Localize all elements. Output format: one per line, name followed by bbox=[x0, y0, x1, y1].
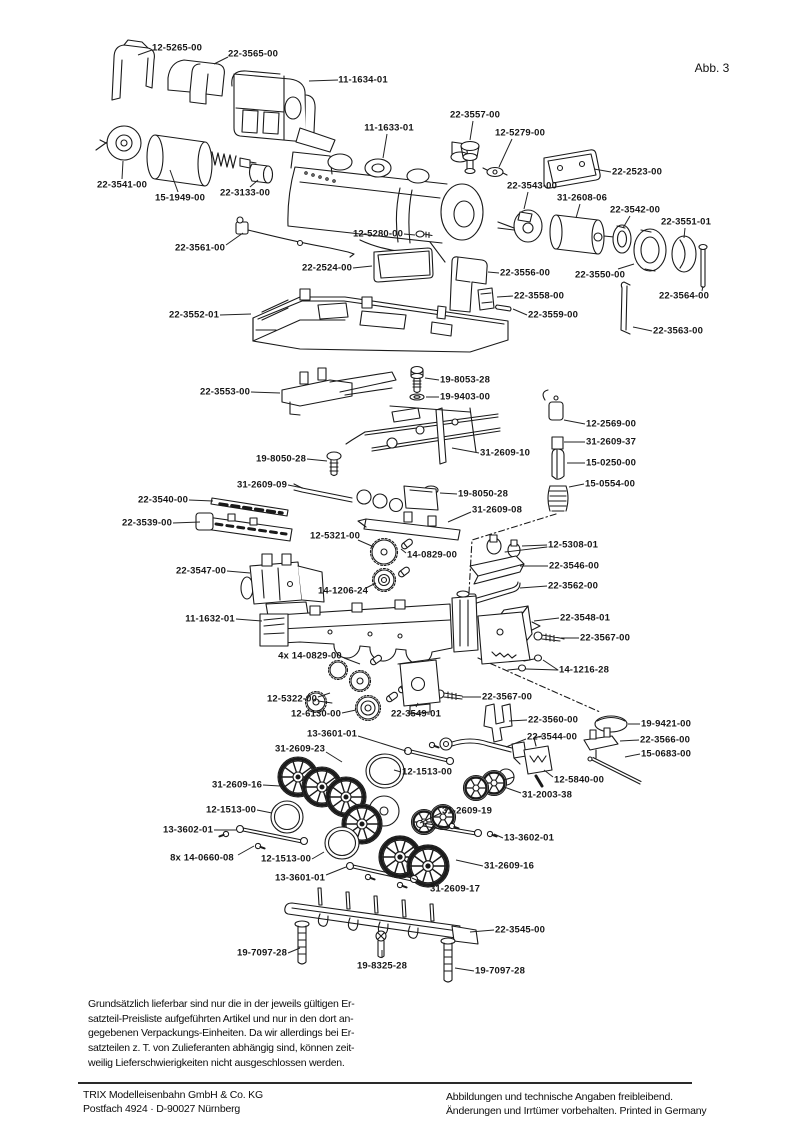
part-label: 31-2609-16 bbox=[483, 860, 535, 872]
part-label: 22-3548-01 bbox=[559, 612, 611, 624]
part-label: 12-5840-00 bbox=[553, 774, 605, 786]
part-label: 14-1206-24 bbox=[317, 585, 369, 597]
part-label: 19-8325-28 bbox=[356, 960, 408, 972]
footer-company: TRIX Modelleisenbahn GmbH & Co. KG Postf… bbox=[83, 1089, 263, 1115]
part-label: 11-1632-01 bbox=[185, 613, 235, 625]
part-label: 12-6130-00 bbox=[290, 708, 342, 720]
part-label: 22-3559-00 bbox=[527, 309, 579, 321]
part-label: 22-2524-00 bbox=[301, 262, 353, 274]
part-label: 31-2609-08 bbox=[471, 504, 523, 516]
part-label: 12-5265-00 bbox=[151, 42, 203, 54]
part-label: 4x 14-0829-00 bbox=[278, 650, 342, 662]
part-label: 13-3601-01 bbox=[306, 728, 358, 740]
footer-legal: Abbildungen und technische Angaben freib… bbox=[446, 1091, 707, 1117]
part-label: 22-3562-00 bbox=[547, 580, 599, 592]
part-label: 12-5280-00 bbox=[352, 228, 404, 240]
part-label: 22-3133-00 bbox=[219, 187, 271, 199]
part-label: 13-3602-01 bbox=[503, 832, 555, 844]
part-label: 12-5322-00 bbox=[266, 693, 318, 705]
part-label: 22-3560-00 bbox=[527, 714, 579, 726]
part-label: 19-7097-28 bbox=[236, 947, 288, 959]
part-label: 31-2609-37 bbox=[585, 436, 637, 448]
part-label: 22-3565-00 bbox=[227, 48, 279, 60]
part-label: 22-3561-00 bbox=[174, 242, 226, 254]
part-label: 31-2609-09 bbox=[236, 479, 288, 491]
part-label: 22-3558-00 bbox=[513, 290, 565, 302]
part-label: 22-3567-00 bbox=[579, 632, 631, 644]
part-label: 12-5321-00 bbox=[309, 530, 361, 542]
part-label: 22-3543-00 bbox=[506, 180, 558, 192]
part-label: 22-3557-00 bbox=[449, 109, 501, 121]
part-label: 12-5308-01 bbox=[547, 539, 599, 551]
availability-note: Grundsätzlich lieferbar sind nur die in … bbox=[88, 998, 355, 1069]
figure-label: Abb. 3 bbox=[694, 61, 730, 75]
part-label: 22-3539-00 bbox=[121, 517, 173, 529]
part-label: 22-3550-00 bbox=[574, 269, 626, 281]
part-label: 19-9421-00 bbox=[640, 718, 692, 730]
part-label: 22-2523-00 bbox=[611, 166, 663, 178]
part-label: 31-2003-38 bbox=[521, 789, 573, 801]
part-label: 13-3601-01 bbox=[274, 872, 326, 884]
part-label: 22-3564-00 bbox=[658, 290, 710, 302]
part-label: 22-3551-01 bbox=[660, 216, 712, 228]
part-label: 19-7097-28 bbox=[474, 965, 526, 977]
part-label: 11-1634-01 bbox=[338, 74, 388, 86]
part-label: 14-1216-28 bbox=[558, 664, 610, 676]
part-label: 31-2609-16 bbox=[211, 779, 263, 791]
part-label: 19-9403-00 bbox=[439, 391, 491, 403]
part-label: 22-3540-00 bbox=[137, 494, 189, 506]
part-label: 12-1513-00 bbox=[401, 766, 453, 778]
part-label: 19-8050-28 bbox=[457, 488, 509, 500]
part-label: 22-3566-00 bbox=[639, 734, 691, 746]
part-label: 15-0683-00 bbox=[640, 748, 692, 760]
part-label: 12-1513-00 bbox=[260, 853, 312, 865]
part-label: 31-2609-17 bbox=[429, 883, 481, 895]
part-label: 22-3563-00 bbox=[652, 325, 704, 337]
part-label: 22-3544-00 bbox=[526, 731, 578, 743]
part-label: 11-1633-01 bbox=[364, 122, 414, 134]
part-label: 31-2609-23 bbox=[274, 743, 326, 755]
part-label: 14-0829-00 bbox=[406, 549, 458, 561]
part-label: 13-3602-01 bbox=[162, 824, 214, 836]
part-label: 19-8053-28 bbox=[439, 374, 491, 386]
part-label: 31-2609-10 bbox=[479, 447, 531, 459]
part-label: 22-3542-00 bbox=[609, 204, 661, 216]
part-label: 15-1949-00 bbox=[154, 192, 206, 204]
part-label: 15-0250-00 bbox=[585, 457, 637, 469]
part-label: 12-2569-00 bbox=[585, 418, 637, 430]
part-label: 22-3552-01 bbox=[168, 309, 220, 321]
part-label: 22-3549-01 bbox=[390, 708, 442, 720]
part-label: 22-3541-00 bbox=[96, 179, 148, 191]
part-label: 22-3553-00 bbox=[199, 386, 251, 398]
part-label: 31-2608-06 bbox=[556, 192, 608, 204]
part-label: 12-1513-00 bbox=[205, 804, 257, 816]
part-label: 22-3545-00 bbox=[494, 924, 546, 936]
part-label: 31-2609-19 bbox=[441, 805, 493, 817]
part-label: 15-0554-00 bbox=[584, 478, 636, 490]
part-label: 22-3547-00 bbox=[175, 565, 227, 577]
part-label: 12-5279-00 bbox=[494, 127, 546, 139]
footer-rule bbox=[78, 1082, 692, 1084]
part-label: 22-3546-00 bbox=[548, 560, 600, 572]
part-label: 19-8050-28 bbox=[255, 453, 307, 465]
part-label: 8x 14-0660-08 bbox=[170, 852, 234, 864]
part-label: 22-3567-00 bbox=[481, 691, 533, 703]
part-label: 22-3556-00 bbox=[499, 267, 551, 279]
